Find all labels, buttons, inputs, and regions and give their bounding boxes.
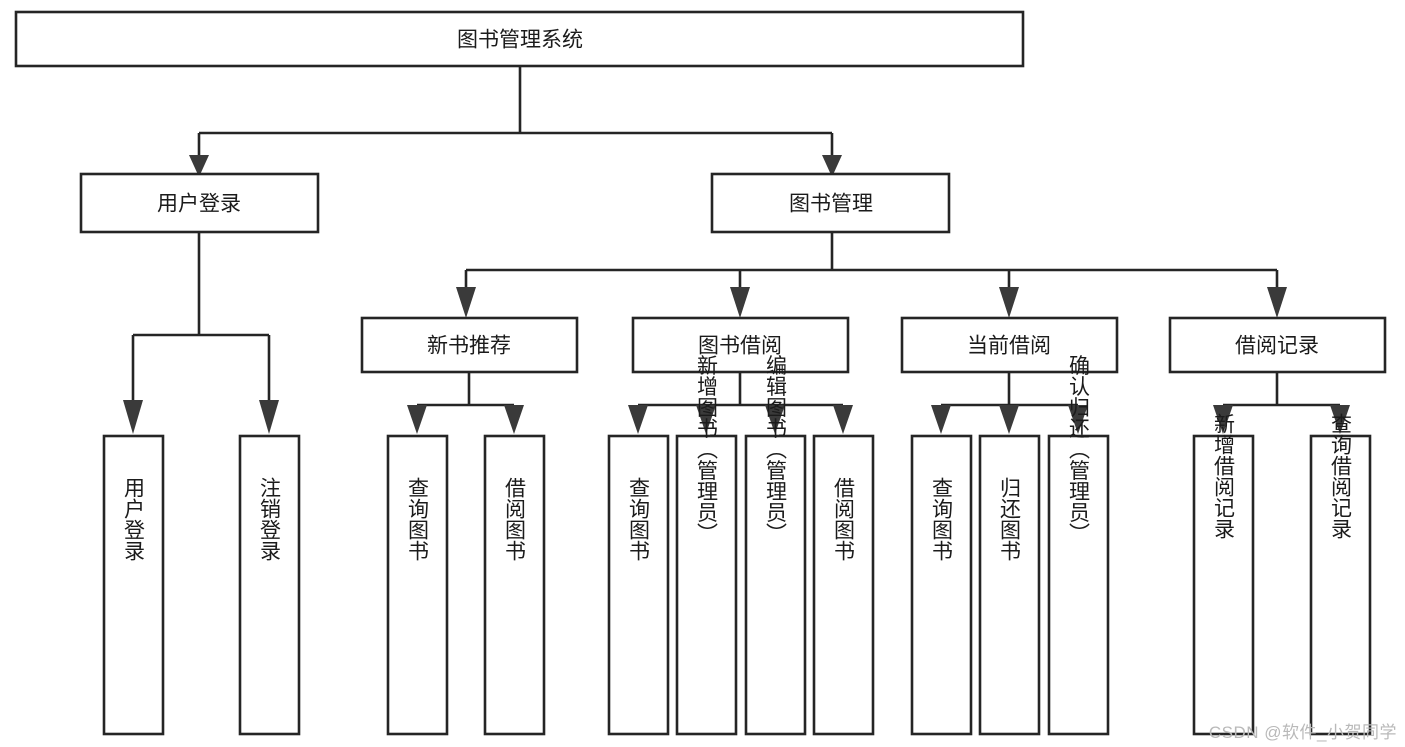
arrow-head-icon [931,405,951,434]
node-label: 借阅记录 [1235,335,1319,358]
arrow-head-icon [999,405,1019,434]
arrow-head-icon [456,287,476,318]
arrow-head-icon [407,405,427,434]
node-label: 借阅图书 [832,477,856,561]
node-box[interactable] [978,434,1041,736]
leaf-query-book-current[interactable]: 查询图书 [910,434,973,736]
connector-layer [123,66,1350,434]
node-label: 借阅图书 [503,477,527,561]
node-label: 确认归还（管理员） [1067,355,1091,544]
arrow-head-icon [1330,405,1350,434]
arrow-head-icon [765,405,785,434]
node-box[interactable] [386,434,449,736]
leaf-logout[interactable]: 注销登录 [238,434,301,736]
node-box[interactable] [900,316,1119,374]
node-label: 新增图书（管理员） [695,355,719,544]
node-box[interactable] [79,172,320,234]
node-box[interactable] [631,316,850,374]
node-label: 查询图书 [930,477,954,561]
node-box[interactable] [14,10,1025,68]
leaf-query-borrow-record[interactable]: 查询借阅记录 [1309,413,1372,736]
node-label: 查询图书 [627,477,651,561]
leaf-user-login[interactable]: 用户登录 [102,434,165,736]
node-box[interactable] [607,434,670,736]
node-box[interactable] [1192,434,1255,736]
node-box[interactable] [710,172,951,234]
node-root-book-management-system[interactable]: 图书管理系统 [14,10,1025,68]
node-box[interactable] [360,316,579,374]
leaf-return-book[interactable]: 归还图书 [978,434,1041,736]
arrow-head-icon [730,287,750,318]
leaf-add-borrow-record[interactable]: 新增借阅记录 [1192,413,1255,736]
node-label: 查询借阅记录 [1329,413,1353,539]
node-label: 新书推荐 [427,335,511,358]
leaf-borrow-book-borrow[interactable]: 借阅图书 [812,434,875,736]
leaf-query-book-new-book[interactable]: 查询图书 [386,434,449,736]
node-box[interactable] [1168,316,1387,374]
node-label: 新增借阅记录 [1212,413,1236,539]
node-borrow-record[interactable]: 借阅记录 [1168,316,1387,374]
node-box[interactable] [910,434,973,736]
arrow-head-icon [822,155,842,177]
node-user-login[interactable]: 用户登录 [79,172,320,234]
arrow-head-icon [189,155,209,177]
node-label: 注销登录 [258,477,282,561]
leaf-borrow-book-new-book[interactable]: 借阅图书 [483,434,546,736]
csdn-watermark: CSDN @软件_小贺同学 [1208,723,1397,742]
node-label: 图书管理 [789,193,873,216]
arrow-head-icon [999,287,1019,318]
node-label: 用户登录 [157,193,241,216]
node-box[interactable] [483,434,546,736]
node-box[interactable] [812,434,875,736]
node-new-book-recommendation[interactable]: 新书推荐 [360,316,579,374]
arrow-head-icon [696,405,716,434]
leaf-query-book-borrow[interactable]: 查询图书 [607,434,670,736]
node-box[interactable] [675,434,738,736]
node-label: 用户登录 [122,477,146,561]
node-label: 图书借阅 [698,335,782,358]
node-current-borrow[interactable]: 当前借阅 [900,316,1119,374]
arrow-head-icon [833,405,853,434]
node-label: 图书管理系统 [457,29,583,52]
arrow-head-icon [1267,287,1287,318]
arrow-head-icon [1213,405,1233,434]
node-box[interactable] [238,434,301,736]
node-label: 编辑图书（管理员） [764,355,788,544]
arrow-head-icon [628,405,648,434]
arrow-head-icon [123,400,143,434]
node-label: 查询图书 [406,477,430,561]
node-label: 当前借阅 [967,335,1051,358]
arrow-head-icon [504,405,524,434]
leaf-confirm-return-admin[interactable]: 确认归还（管理员） [1047,355,1110,736]
arrow-head-icon [259,400,279,434]
node-box[interactable] [1309,434,1372,736]
leaf-add-book-admin[interactable]: 新增图书（管理员） [675,355,738,736]
leaf-edit-book-admin[interactable]: 编辑图书（管理员） [744,355,807,736]
node-box[interactable] [744,434,807,736]
arrow-head-icon [1068,405,1088,434]
node-book-management[interactable]: 图书管理 [710,172,951,234]
node-label: 归还图书 [998,477,1022,561]
node-box[interactable] [1047,434,1110,736]
node-book-borrow[interactable]: 图书借阅 [631,316,850,374]
node-box[interactable] [102,434,165,736]
